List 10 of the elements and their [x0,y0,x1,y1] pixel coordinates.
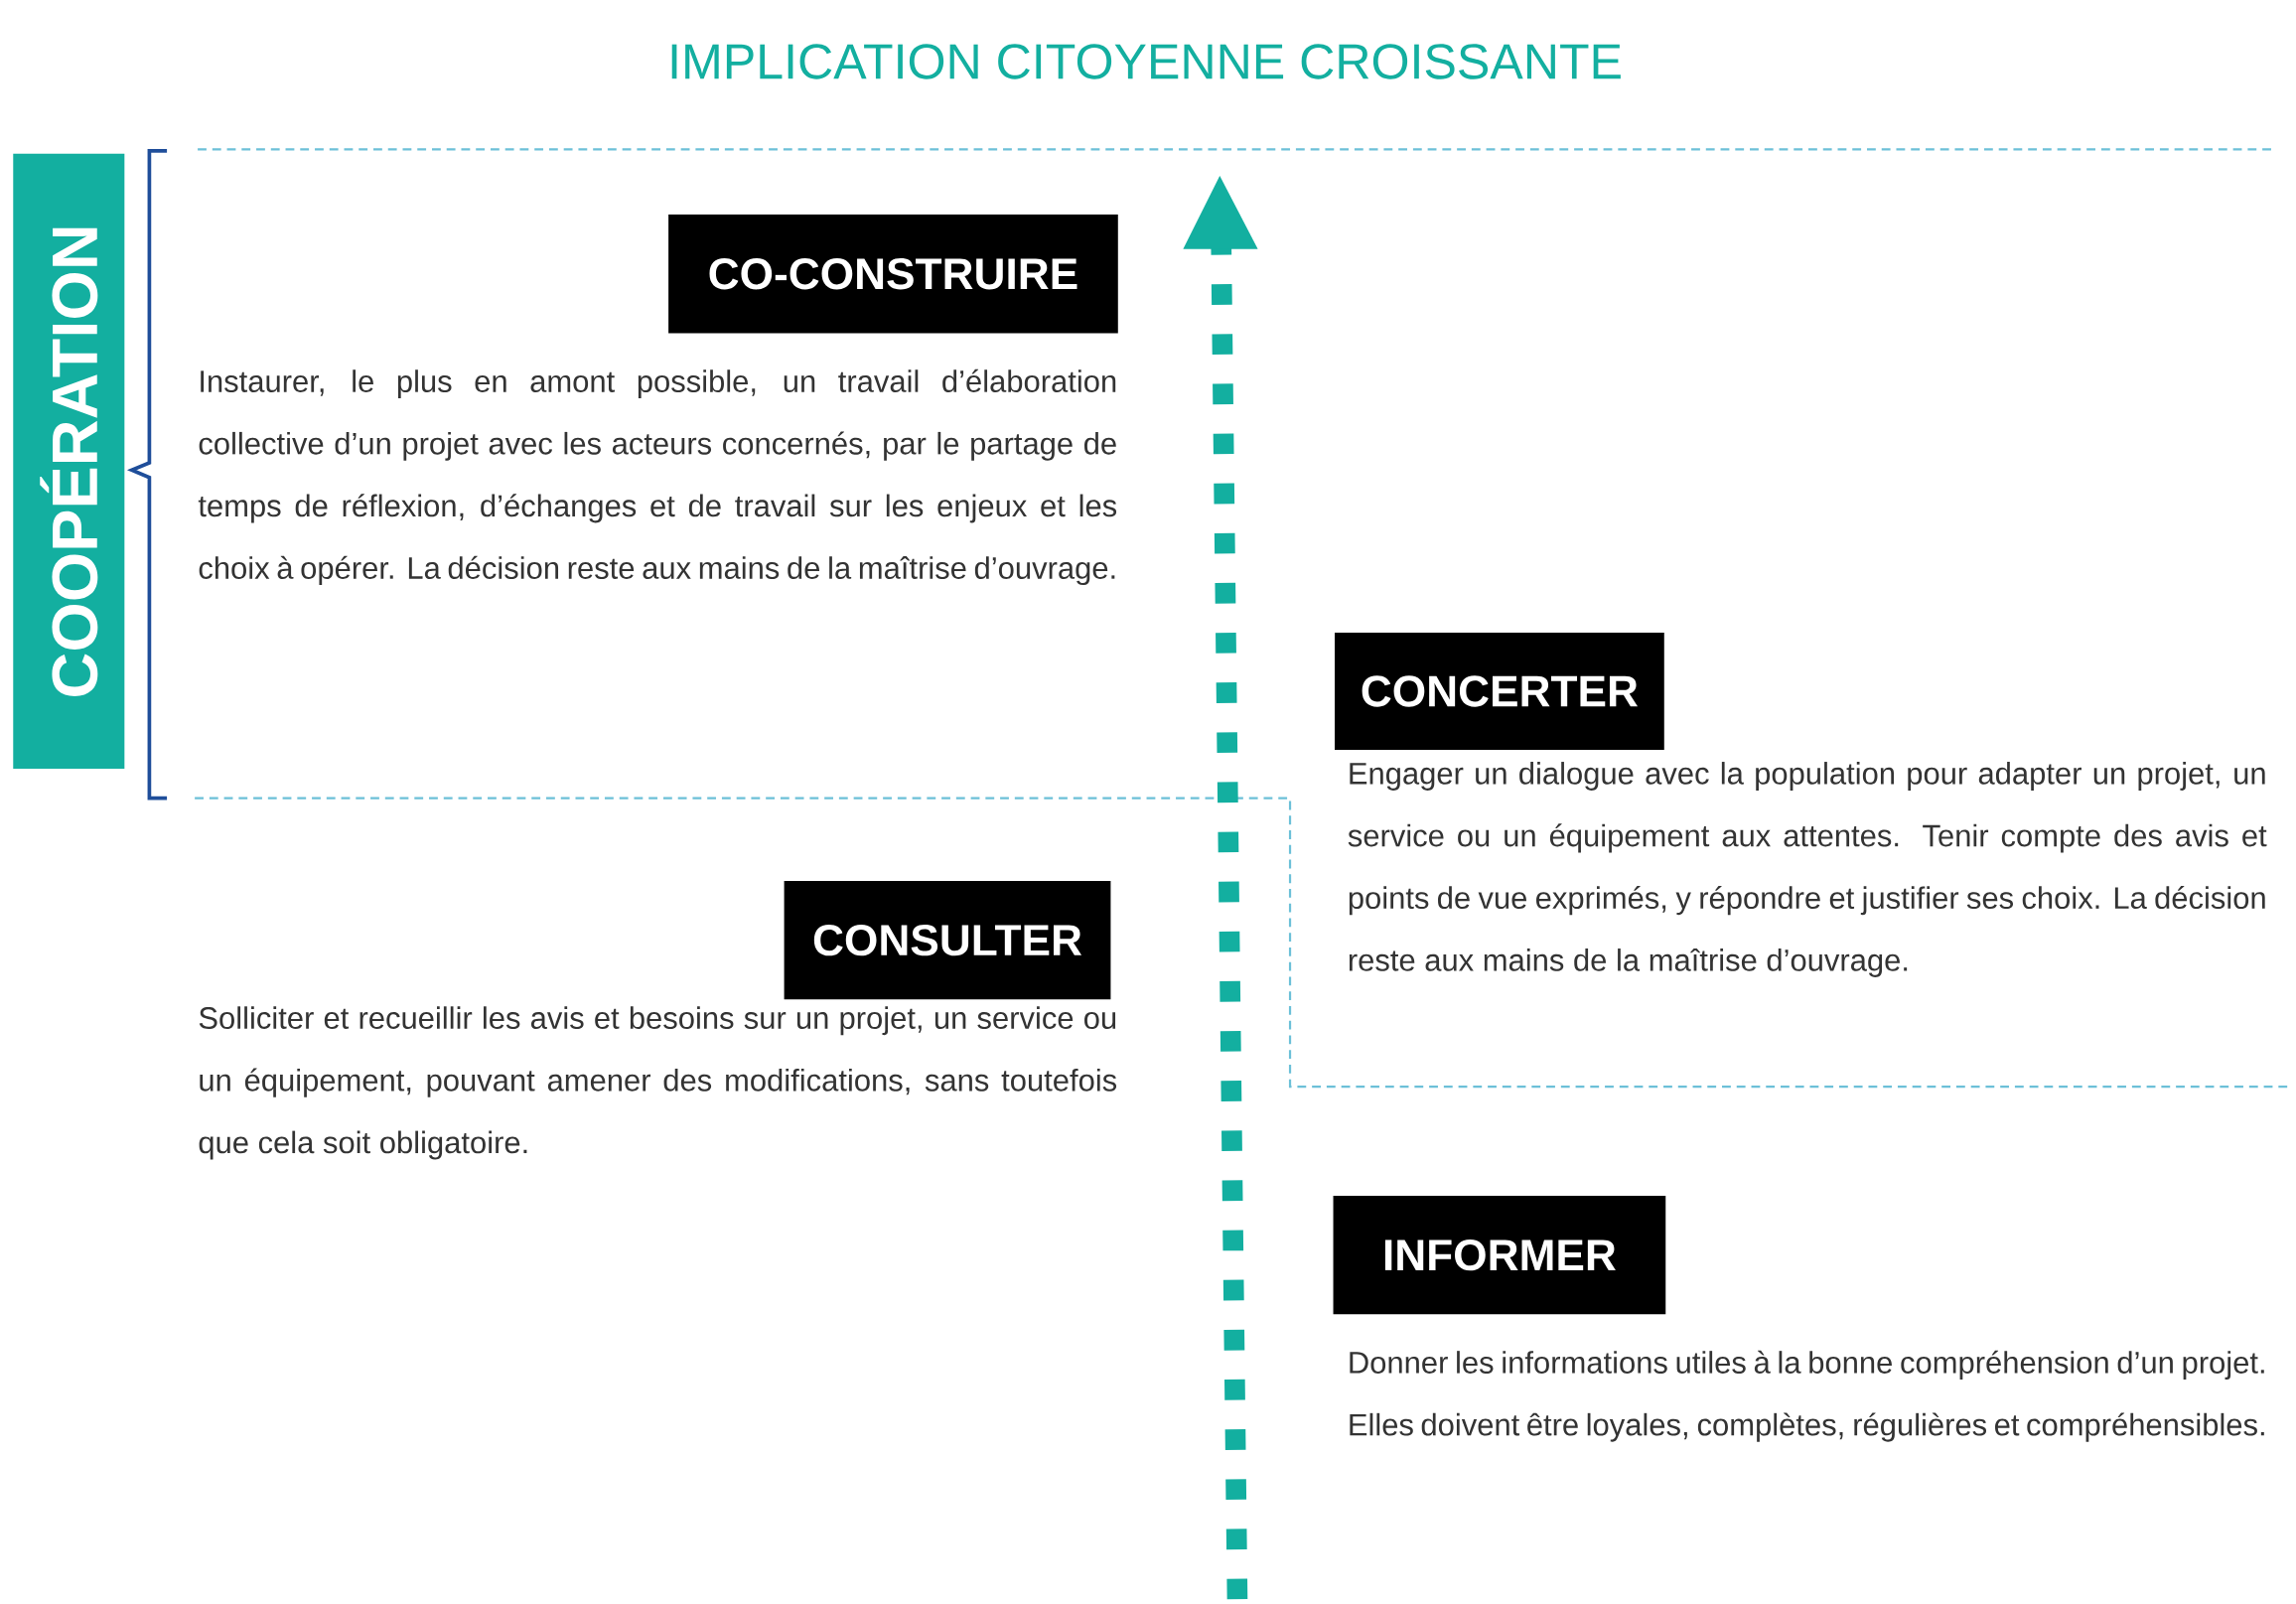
description-text: Instaurer, le plus en amont possible, un travail d’élaboration collective d’un projet avec les acteurs concernés, par le partage de temps de réflexion, d’échanges et de travail sur les enjeux et les choix à opérer. La décision reste aux mains de la maîtrise d’ouvrage. [198,369,1117,586]
heading-box: INFORMER [1333,1196,1666,1315]
description-text: Donner les informations utiles à la bonne compréhension d’un projet. Elles doivent être loyales, complètes, régulières et compréhensibles. [1350,1351,2264,1442]
heading-box: CONSULTER [784,881,1111,1000]
description-text: Solliciter et recueillir les avis et besoins sur un projet, un service ou un équipement, pouvant amener des modifications, sans toutefois que cela soit obligatoire. [199,1006,1117,1160]
description-text: Engager un dialogue avec la population pour adapter un projet, un service ou un équipement aux attentes. Tenir compte des avis et points de vue exprimés, y répondre et justifier ses choix. La décision reste aux mains de la maîtrise d’ouvrage. [1348,762,2267,978]
heading-box: CO-CONSTRUIRE [668,215,1118,334]
title: IMPLICATION CITOYENNE CROISSANTE [671,44,1621,79]
heading-box: CONCERTER [1335,633,1664,751]
side-band: COOPÉRATION [13,154,125,770]
